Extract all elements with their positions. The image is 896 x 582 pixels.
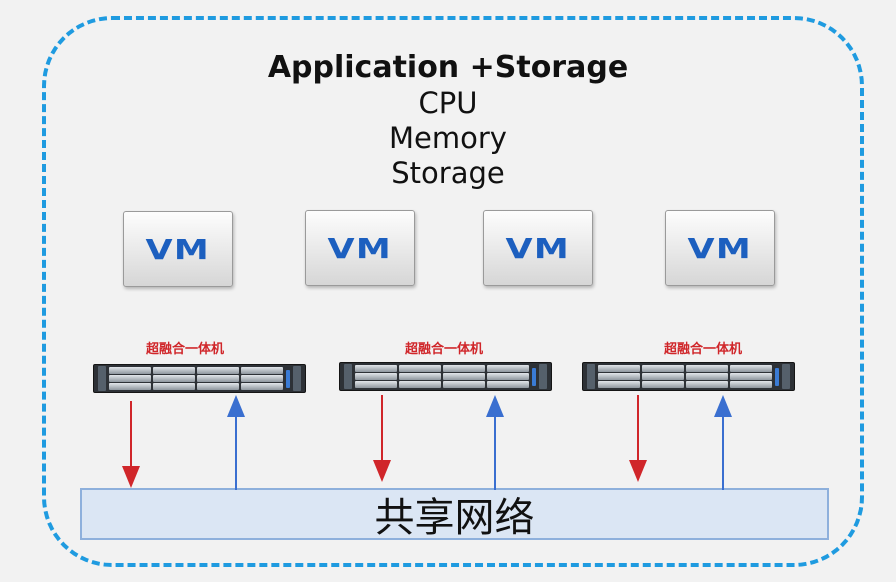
vm-label: VM <box>505 231 571 265</box>
resource-memory: Memory <box>389 120 507 155</box>
resource-storage: Storage <box>391 155 505 190</box>
vm-box-3: VM <box>483 210 593 286</box>
dashed-boundary <box>42 16 864 567</box>
resource-cpu: CPU <box>418 86 478 120</box>
shared-network-bar: 共享网络 <box>80 488 829 541</box>
server-icon <box>339 362 552 391</box>
network-label: 共享网络 <box>374 495 535 541</box>
vm-box-2: VM <box>305 210 415 286</box>
vm-label: VM <box>327 231 393 265</box>
server-icon <box>93 364 306 393</box>
node-label-3: 超融合一体机 <box>663 342 742 357</box>
diagram-title: Application +Storage <box>267 50 629 85</box>
resource-summary: Application +Storage CPU Memory Storage <box>0 50 896 190</box>
vm-label: VM <box>145 232 211 266</box>
vm-label: VM <box>687 231 753 265</box>
arrow-up-icon <box>227 395 245 417</box>
node-label-2: 超融合一体机 <box>404 342 483 357</box>
server-icon <box>582 362 795 391</box>
node-label-1: 超融合一体机 <box>145 342 224 357</box>
vm-box-4: VM <box>665 210 775 286</box>
vm-box-1: VM <box>123 211 233 287</box>
arrow-up-icon <box>486 395 504 417</box>
arrow-up-icon <box>714 395 732 417</box>
arrow-down-icon <box>373 460 391 482</box>
arrow-down-icon <box>122 466 140 488</box>
arrow-down-icon <box>629 460 647 482</box>
